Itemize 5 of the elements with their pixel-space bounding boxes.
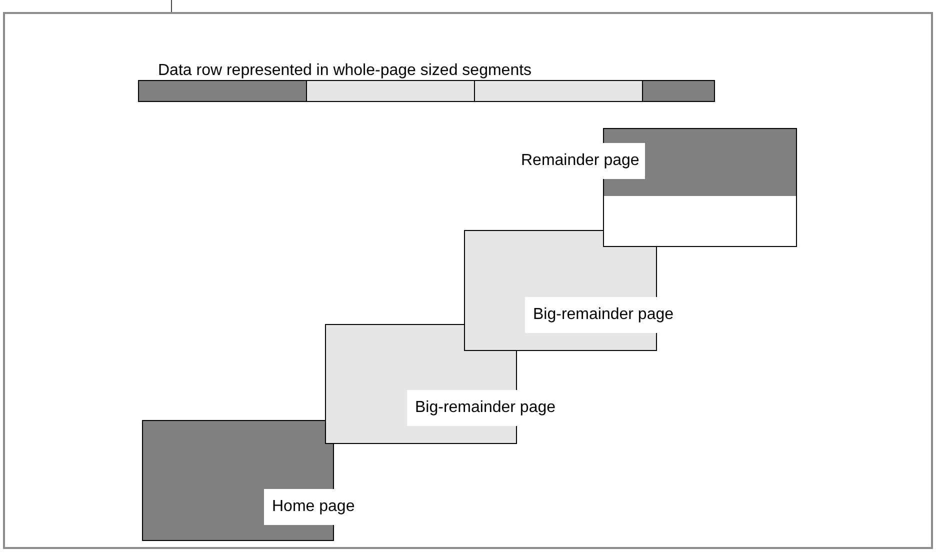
row-segment: [138, 80, 307, 102]
row-segment: [642, 80, 715, 102]
row-segment: [474, 80, 643, 102]
row-segment: [306, 80, 475, 102]
diagram-title: Data row represented in whole-page sized segments: [158, 62, 532, 80]
